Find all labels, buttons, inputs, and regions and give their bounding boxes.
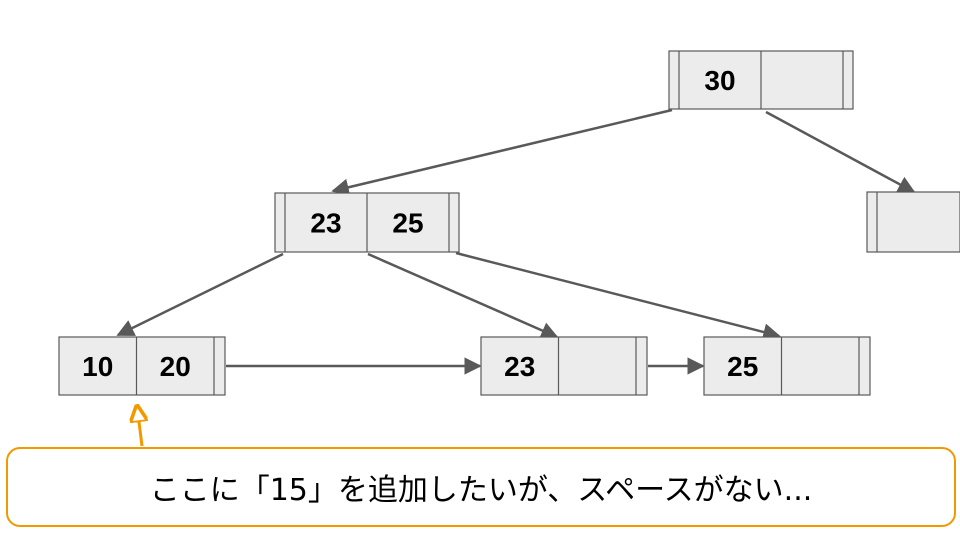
node-key: 25: [727, 351, 758, 382]
edges: [116, 108, 916, 375]
insert-position-arrow: [137, 406, 142, 447]
nodes: 30 23 25 10 20 23 25: [58, 50, 960, 396]
edge-internal-to-leaf-2: [367, 252, 559, 339]
node-root: 30: [668, 50, 854, 110]
node-key: 30: [704, 65, 735, 96]
node-leaf-2: 23: [480, 336, 648, 396]
node-internal: 23 25: [274, 192, 460, 253]
node-key: 23: [504, 351, 535, 382]
node-leaf-1: 10 20: [58, 336, 226, 396]
callout-box: ここに「15」を追加したいが、スペースがない...: [6, 447, 956, 527]
node-key: 25: [392, 208, 423, 239]
edge-internal-to-leaf-1: [116, 252, 284, 337]
edge-root-to-internal: [331, 108, 673, 196]
edge-root-to-right-child: [765, 110, 916, 194]
edge-internal-to-leaf-3: [455, 251, 781, 341]
node-key: 10: [82, 351, 113, 382]
callout-text: ここに「15」を追加したいが、スペースがない...: [149, 473, 813, 508]
node-leaf-3: 25: [703, 336, 871, 396]
node-key: 20: [160, 351, 191, 382]
node-right-child: [866, 191, 960, 253]
node-key: 23: [310, 208, 341, 239]
